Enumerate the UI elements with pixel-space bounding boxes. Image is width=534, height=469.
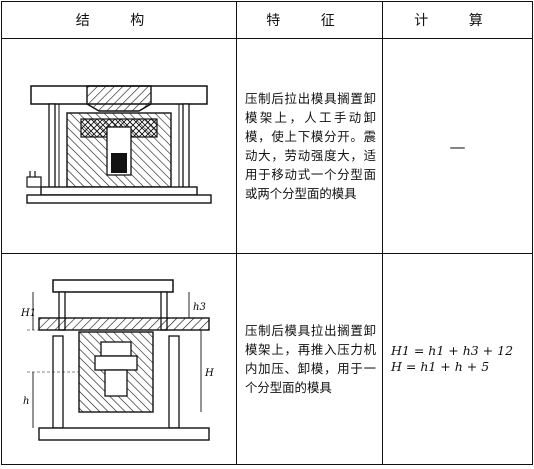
dimension-label-h: h bbox=[23, 396, 29, 407]
dimension-label-h3: h3 bbox=[193, 302, 206, 313]
structure-cell: h3 H1 h H bbox=[1, 253, 237, 465]
header-calculation: 计 算 bbox=[382, 1, 533, 39]
mold-manual-removal-diagram bbox=[26, 85, 212, 204]
features-cell: 压制后拉出模具搁置卸模架上，人工手动卸模，使上下模分开。震动大，劳动强度大，适用… bbox=[236, 38, 383, 254]
table-row: h3 H1 h H 压制后模具拉出搁置卸模架上，再推入压力机内加压、卸模，用于一… bbox=[1, 253, 533, 465]
table-row: 压制后拉出模具搁置卸模架上，人工手动卸模，使上下模分开。震动大，劳动强度大，适用… bbox=[1, 38, 533, 254]
table-header-row: 结 构 特 征 计 算 bbox=[1, 1, 533, 39]
formula-line-1: H1 = h1 + h3 + 12 bbox=[391, 343, 514, 358]
calculation-cell: — bbox=[382, 38, 533, 254]
header-structure: 结 构 bbox=[1, 1, 237, 39]
mold-press-removal-diagram: h3 H1 h H bbox=[20, 278, 214, 441]
dimension-label-H: H bbox=[204, 368, 214, 379]
header-features: 特 征 bbox=[236, 1, 383, 39]
structure-cell bbox=[1, 38, 237, 254]
features-text: 压制后模具拉出搁置卸模架上，再推入压力机内加压、卸模，用于一个分型面的模具 bbox=[245, 323, 376, 395]
calculation-value: — bbox=[449, 136, 466, 156]
formula-line-2: H = h1 + h + 5 bbox=[391, 359, 490, 374]
dimension-label-h1: H1 bbox=[20, 308, 36, 319]
calculation-cell: H1 = h1 + h3 + 12 H = h1 + h + 5 bbox=[382, 253, 533, 465]
features-cell: 压制后模具拉出搁置卸模架上，再推入压力机内加压、卸模，用于一个分型面的模具 bbox=[236, 253, 383, 465]
features-text: 压制后拉出模具搁置卸模架上，人工手动卸模，使上下模分开。震动大，劳动强度大，适用… bbox=[245, 91, 376, 201]
